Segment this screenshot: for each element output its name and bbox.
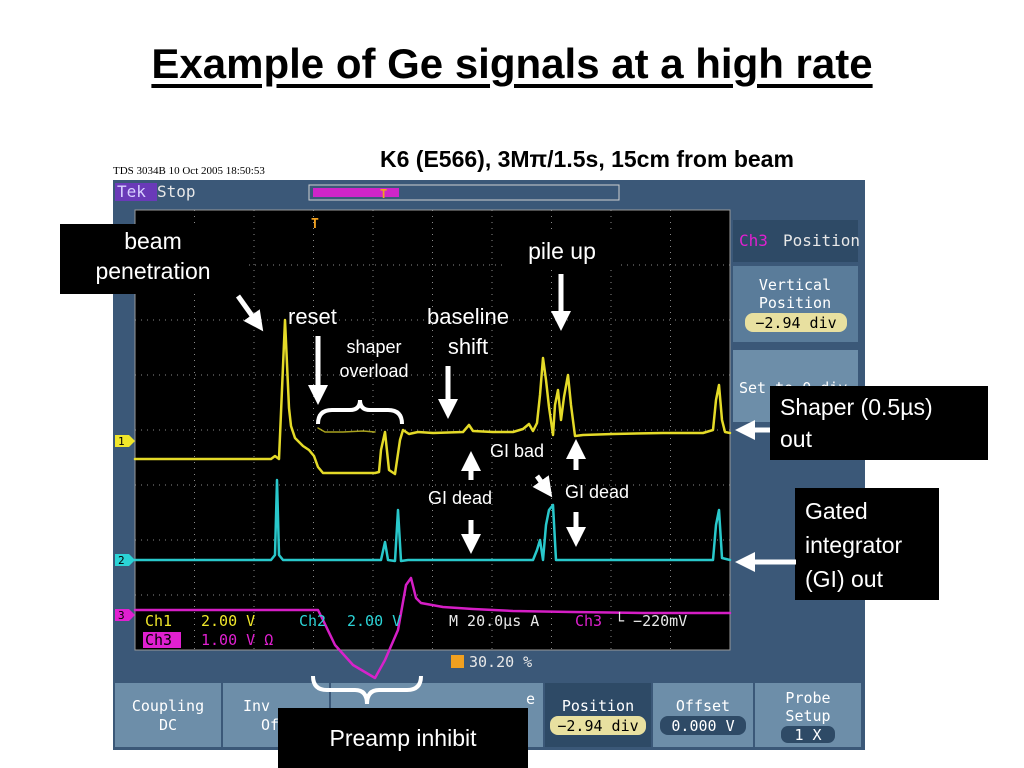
offset-button[interactable] <box>653 683 753 747</box>
shaper-out-line2: out <box>780 426 812 452</box>
baseline-shift-label: baseline shift <box>415 302 521 362</box>
status-tek-box <box>115 183 157 201</box>
beam-label-line2: penetration <box>95 258 211 284</box>
beam-penetration-label: beam penetration <box>60 224 246 294</box>
gated-line3: (GI) out <box>805 566 883 592</box>
shaper-overload-label: shaper overload <box>330 335 418 383</box>
readout-ch3: Ch3 <box>145 631 172 649</box>
readout-ch1-value: 2.00 V <box>201 612 255 630</box>
probe-label-1: Probe <box>785 689 830 707</box>
ch3-marker <box>115 609 135 621</box>
side-vpos-value-box <box>745 313 847 332</box>
ch1-marker-label: 1 <box>118 435 125 448</box>
gated-line1: Gated <box>805 498 868 524</box>
slide-subtitle: K6 (E566), 3Mπ/1.5s, 15cm from beam <box>380 146 794 172</box>
ch1-trace-secondary <box>317 427 376 433</box>
readout-trigger-source: Ch3 <box>575 612 602 630</box>
coupling-button[interactable] <box>115 683 221 747</box>
side-vpos-label-1: Vertical <box>759 276 831 294</box>
trigger-position-marker: T <box>311 217 319 232</box>
side-vpos-value: −2.94 div <box>755 314 836 332</box>
gi-dead-label-1: GI dead <box>428 488 493 508</box>
probe-label-2: Setup <box>785 707 830 725</box>
position-label: Position <box>562 697 634 715</box>
trigger-position-icon <box>451 655 464 668</box>
bottom-fragment-label: e <box>526 690 535 708</box>
beam-label-line1: beam <box>124 228 182 254</box>
gi-dead-label-2: GI dead <box>565 482 630 502</box>
ch2-marker-label: 2 <box>118 554 125 567</box>
ch3-trace <box>133 576 732 680</box>
position-button[interactable] <box>545 683 651 747</box>
coupling-value: DC <box>159 716 177 734</box>
position-value-box <box>550 716 646 735</box>
offset-value: 0.000 V <box>671 717 734 735</box>
readout-ch2-value: 2.00 V <box>347 612 401 630</box>
offset-label: Offset <box>676 697 730 715</box>
shaper-out-line1: Shaper (0.5µs) <box>780 394 933 420</box>
screen-border <box>134 209 731 651</box>
ch2-trace <box>133 478 732 563</box>
grid <box>135 210 730 650</box>
readout-timebase: M 20.0µs A <box>449 612 539 630</box>
readout-trigger-level: └ −220mV <box>615 611 687 630</box>
side-menu-title-label: Position <box>783 231 860 250</box>
coupling-label: Coupling <box>132 697 204 715</box>
invert-label: Inv <box>243 697 270 715</box>
readout-ch1: Ch1 <box>145 612 172 630</box>
record-view-window <box>313 188 399 197</box>
probe-value: 1 X <box>794 726 821 744</box>
baseline-shift-line2: shift <box>447 334 489 359</box>
record-trigger-marker: T <box>380 187 387 201</box>
baseline-shift-line1: baseline <box>427 304 509 329</box>
ch2-marker <box>115 554 135 566</box>
readout-ch2: Ch2 <box>299 612 326 630</box>
shaper-out-label: Shaper (0.5µs) out <box>770 386 988 460</box>
preamp-inhibit-label: Preamp inhibit <box>278 708 528 768</box>
gated-integrator-label: Gated integrator (GI) out <box>795 488 939 600</box>
ch3-marker-label: 3 <box>118 609 125 622</box>
reset-label: reset <box>288 304 337 329</box>
probe-value-box <box>781 726 835 743</box>
record-view-box <box>308 184 620 201</box>
readout-trigger-position: 30.20 % <box>469 653 532 671</box>
readout-ch3-box <box>143 632 181 648</box>
side-menu-title <box>733 220 858 262</box>
status-stop: Stop <box>157 182 196 201</box>
invert-value: Of <box>261 716 279 734</box>
slide-title: Example of Ge signals at a high rate <box>151 40 873 87</box>
ch1-marker <box>115 435 135 447</box>
shaper-overload-line2: overload <box>339 361 409 381</box>
offset-value-box <box>660 716 746 735</box>
gi-bad-label: GI bad <box>490 441 545 461</box>
pile-up-label: pile up <box>506 232 618 270</box>
position-value: −2.94 div <box>557 717 638 735</box>
ch1-trace <box>133 318 732 476</box>
shaper-overload-line1: shaper <box>346 337 402 357</box>
status-tek: Tek <box>117 182 146 201</box>
side-vpos-label-2: Position <box>759 294 831 312</box>
gated-line2: integrator <box>805 532 903 558</box>
side-menu-title-ch: Ch3 <box>739 231 768 250</box>
scope-header: TDS 3034B 10 Oct 2005 18:50:53 <box>113 165 265 177</box>
readout-ch3-value: 1.00 V Ω <box>201 631 273 649</box>
